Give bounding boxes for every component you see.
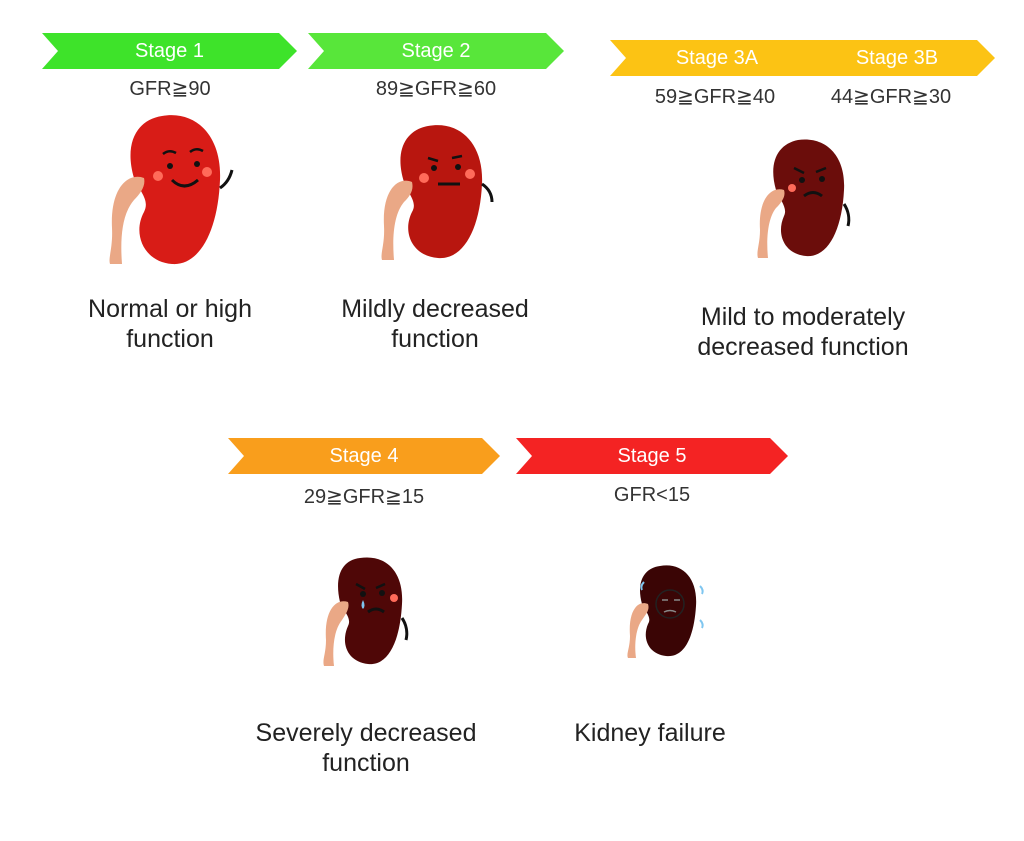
stage-3b-gfr: 44≧GFR≧30 [830, 86, 952, 108]
stage-3-description: Mild to moderately decreased function [697, 303, 909, 361]
stage-4-gfr: 29≧GFR≧15 [303, 486, 425, 508]
stage-1-label: Stage 1 [135, 40, 204, 62]
stage-5-banner-arrow [516, 438, 788, 474]
stage-5-description: Kidney failure [574, 719, 726, 747]
stage-4-banner-arrow [228, 438, 500, 474]
stage-3-banner: Stage 3A Stage 3B [610, 40, 995, 76]
kidney-worried-icon [757, 139, 851, 258]
kidney-crying-icon [323, 557, 409, 666]
stage-5-banner: Stage 5 [516, 438, 788, 474]
stage-1-gfr: GFR≧90 [129, 78, 211, 100]
stage-4-banner: Stage 4 [228, 438, 500, 474]
stage-3-banner-arrow [610, 40, 995, 76]
stage-1-description: Normal or high function [88, 295, 252, 353]
stage-3a-label: Stage 3A [675, 47, 759, 69]
stage-2-banner: Stage 2 [308, 33, 564, 69]
stage-2-banner-arrow [308, 33, 564, 69]
stage-1-banner-arrow [42, 33, 297, 69]
stage-3b-label: Stage 3B [855, 47, 939, 69]
stage-5-label: Stage 5 [617, 445, 687, 467]
stage-2-label: Stage 2 [401, 40, 471, 62]
kidney-happy-icon [109, 115, 234, 265]
kidney-failing-icon [627, 565, 704, 658]
stage-4-label: Stage 4 [329, 445, 399, 467]
stage-5-gfr: GFR<15 [613, 484, 691, 506]
stage-1-banner: Stage 1 [42, 33, 297, 69]
stage-2-description: Mildly decreased function [341, 295, 529, 353]
stage-4-description: Severely decreased function [255, 719, 477, 777]
kidney-neutral-icon [381, 125, 494, 260]
stage-2-gfr: 89≧GFR≧60 [375, 78, 497, 100]
stage-3a-gfr: 59≧GFR≧40 [654, 86, 776, 108]
